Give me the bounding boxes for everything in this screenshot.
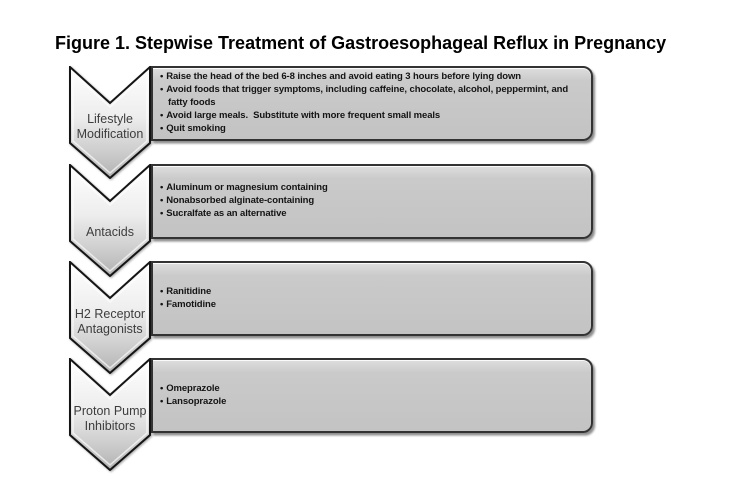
bullet-list: OmeprazoleLansoprazole (153, 383, 232, 409)
bullet-list: Aluminum or magnesium containingNonabsor… (153, 182, 334, 221)
bullet-item: Ranitidine (160, 286, 216, 299)
bullet-item: Famotidine (160, 299, 216, 312)
bullet-item: Aluminum or magnesium containing (160, 182, 328, 195)
chevron-down-icon (69, 164, 151, 277)
bullet-item: Sucralfate as an alternative (160, 208, 328, 221)
step-chevron: Lifestyle Modification (69, 66, 151, 179)
bullet-item: Lansoprazole (160, 396, 226, 409)
step-detail-box: Aluminum or magnesium containingNonabsor… (151, 164, 593, 239)
step-chevron: H2 Receptor Antagonists (69, 261, 151, 374)
bullet-list: Raise the head of the bed 6-8 inches and… (153, 71, 591, 136)
bullet-item: Quit smoking (160, 123, 585, 136)
step-detail-box: RanitidineFamotidine (151, 261, 593, 336)
bullet-item: Nonabsorbed alginate-containing (160, 195, 328, 208)
bullet-item: Raise the head of the bed 6-8 inches and… (160, 71, 585, 84)
bullet-item: Omeprazole (160, 383, 226, 396)
figure-title: Figure 1. Stepwise Treatment of Gastroes… (55, 33, 667, 53)
step-detail-box: Raise the head of the bed 6-8 inches and… (151, 66, 593, 141)
bullet-list: RanitidineFamotidine (153, 286, 222, 312)
step-label: Antacids (86, 225, 134, 239)
chevron-down-icon (69, 261, 151, 374)
bullet-item: Avoid foods that trigger symptoms, inclu… (160, 84, 585, 110)
step-label: Proton Pump Inhibitors (73, 404, 147, 433)
step-chevron: Proton Pump Inhibitors (69, 358, 151, 471)
step-label: Lifestyle Modification (76, 112, 144, 141)
step-detail-box: OmeprazoleLansoprazole (151, 358, 593, 433)
chevron-down-icon (69, 358, 151, 471)
bullet-item: Avoid large meals. Substitute with more … (160, 110, 585, 123)
chevron-down-icon (69, 66, 151, 179)
step-label: H2 Receptor Antagonists (74, 307, 146, 336)
step-chevron: Antacids (69, 164, 151, 277)
